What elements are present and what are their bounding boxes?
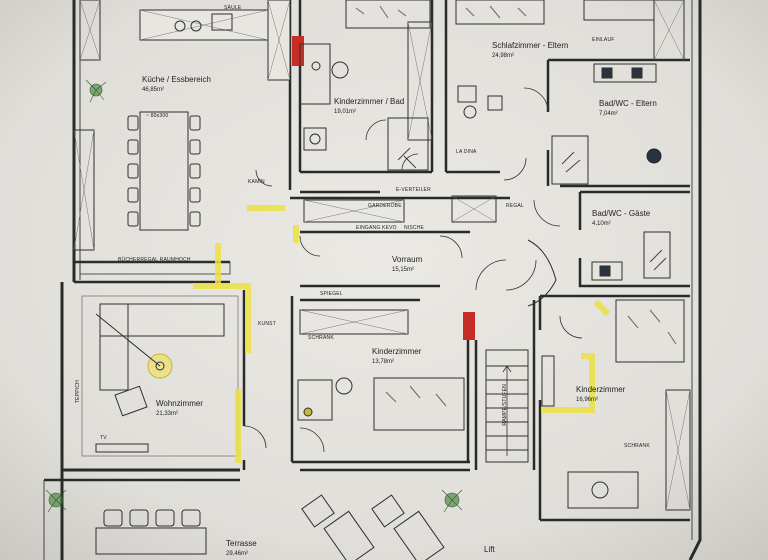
dining-table [127, 111, 201, 231]
plant-icon [45, 489, 67, 513]
vanity-eltern [593, 63, 657, 83]
label-kunst: KUNST [258, 321, 276, 327]
label-tisch: ~ 80x300 [146, 113, 169, 119]
room-area-vorraum: 15,15m² [392, 267, 415, 273]
lamp [95, 313, 173, 379]
label-teppich: TEPPICH [75, 380, 81, 404]
room-area-schlaf-eltern: 24,98m² [492, 53, 515, 59]
label-eingang: EINGANG KEVO [356, 225, 397, 231]
room-area-bad-eltern: 7,04m² [599, 111, 618, 117]
label-schrank: SCHRANK [308, 335, 334, 341]
label-la-dina: LA DINA [456, 149, 477, 155]
column-red-top [292, 36, 304, 66]
room-area-wohn: 21,33m² [156, 411, 179, 417]
highlighter-marks [193, 205, 611, 463]
room-area-terrasse: 29,46m² [226, 551, 249, 557]
room-area-kueche: 46,85m² [142, 87, 165, 93]
shower-kinder-bad [387, 117, 429, 171]
room-area-kinder-bad: 19,01m² [334, 109, 357, 115]
room-label-kinder-bad: Kinderzimmer / Bad [334, 97, 405, 106]
wardrobe-kinder-mitte [299, 309, 409, 335]
room-area-kinder-mitte: 13,78m² [372, 359, 395, 365]
label-spiegel: SPIEGEL [320, 291, 343, 297]
room-label-kinder-rechts: Kinderzimmer [576, 385, 626, 394]
bed-kinder-mitte [373, 377, 465, 431]
room-label-vorraum: Vorraum [392, 255, 423, 264]
toilet-eltern [646, 148, 662, 164]
plant-icon [441, 489, 463, 513]
label-tv: TV [100, 435, 107, 441]
stair-arrow [502, 365, 512, 456]
bookshelf [79, 261, 231, 275]
armchair-wohn [114, 385, 148, 417]
toilet-kinder-bad [303, 127, 327, 151]
bed-eltern [455, 0, 545, 25]
room-label-schlaf-eltern: Schlafzimmer - Eltern [492, 41, 569, 50]
wardrobe-kinder-rechts [665, 389, 691, 511]
bed-kinder-rechts [615, 299, 685, 363]
room-label-wohn: Wohnzimmer [156, 399, 203, 408]
room-label-kueche: Küche / Essbereich [142, 75, 211, 84]
label-buecherregal: BÜCHERREGAL RAUMHOCH [118, 257, 191, 263]
desk-kinder-bad [299, 43, 349, 105]
sun-loungers [301, 494, 445, 560]
label-rampe: RAMPE/STUFEN [502, 384, 508, 426]
label-e-verteiler: E-VERTEILER [396, 187, 431, 193]
room-area-bad-gaeste: 4,10m² [592, 221, 611, 227]
tv-wohn [95, 443, 149, 453]
terrace-chairs [95, 509, 207, 555]
room-label-kinder-mitte: Kinderzimmer [372, 347, 422, 356]
wardrobe-eltern [583, 0, 685, 61]
room-area-kinder-rechts: 16,96m² [576, 397, 599, 403]
label-regal: REGAL [506, 203, 524, 209]
label-einlauf: EINLAUF [592, 37, 615, 43]
label-nische: NISCHE [404, 225, 425, 231]
label-saeule: SÄULE [224, 5, 242, 11]
label-garderobe: GARDEROBE [368, 203, 402, 209]
desk-kinder-mitte [297, 377, 353, 421]
room-label-bad-gaeste: Bad/WC - Gäste [592, 209, 651, 218]
plant-icon [85, 79, 107, 103]
room-label-lift: Lift [484, 545, 495, 554]
bath-gaeste [591, 231, 671, 281]
column-red-mid [463, 312, 475, 340]
armchairs-eltern [457, 85, 503, 119]
label-kamin: KAMIN [248, 179, 265, 185]
bed-kinder-bad [345, 0, 431, 29]
door-swings [243, 87, 583, 453]
shower-eltern [551, 135, 589, 185]
rug-wohn [81, 295, 239, 457]
room-label-terrasse: Terrasse [226, 539, 257, 548]
label-schrank-rechts: SCHRANK [624, 443, 650, 449]
desk-kinder-rechts [541, 355, 639, 509]
room-label-bad-eltern: Bad/WC - Eltern [599, 99, 657, 108]
sofa [99, 303, 225, 391]
garderobe [303, 195, 497, 223]
dining-chairs [127, 115, 201, 227]
kitchen-counter [73, 0, 291, 251]
